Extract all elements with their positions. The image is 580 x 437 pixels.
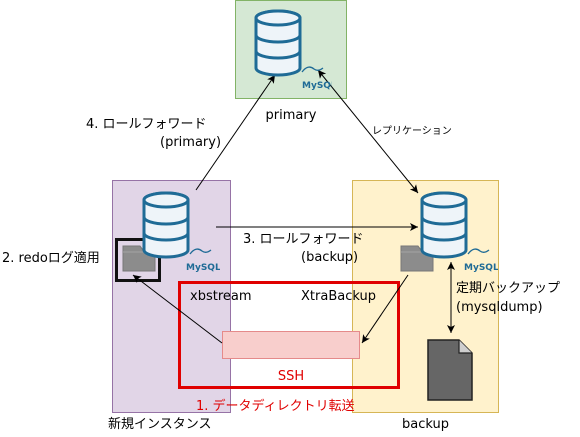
new-instance-db-icon: MySQL (142, 191, 220, 272)
periodic-backup-label-line2: (mysqldump) (456, 300, 543, 315)
xbstream-arrow (132, 274, 223, 344)
rollforward-primary-arrow (195, 74, 276, 191)
ssh-box (222, 331, 360, 359)
rollforward-primary-label-line2: (primary) (160, 135, 222, 150)
ssh-label: SSH (277, 369, 305, 384)
xtrabackup-arrow (361, 274, 409, 344)
new-instance-label: 新規インスタンス (108, 417, 212, 432)
xbstream-label: xbstream (190, 289, 252, 304)
primary-mysql-logo: MySQL (302, 81, 332, 90)
primary-label: primary (265, 108, 317, 123)
replication-arrow (317, 69, 419, 194)
new-instance-mysql-logo: MySQL (186, 263, 220, 272)
rollforward-primary-label-line1: 4. ロールフォワード (86, 117, 207, 132)
backup-label: backup (402, 417, 449, 432)
redo-apply-label: 2. redoログ適用 (2, 251, 100, 266)
rollforward-backup-label-line1: 3. ロールフォワード (243, 232, 364, 247)
periodic-backup-label-line1: 定期バックアップ (456, 281, 561, 296)
replication-label: レプリケーション (372, 126, 452, 137)
primary-db-icon: MySQL (254, 9, 332, 90)
datadir-transfer-highlight (178, 281, 400, 389)
xtrabackup-label: XtraBackup (301, 289, 376, 304)
backup-mysql-logo: MySQL (464, 263, 498, 272)
rollforward-backup-label-line2: (backup) (301, 250, 359, 265)
datadir-transfer-label: 1. データディレクトリ転送 (196, 399, 355, 414)
backup-db-icon: MySQL (420, 191, 498, 272)
mysqldump-file-icon (427, 339, 473, 401)
